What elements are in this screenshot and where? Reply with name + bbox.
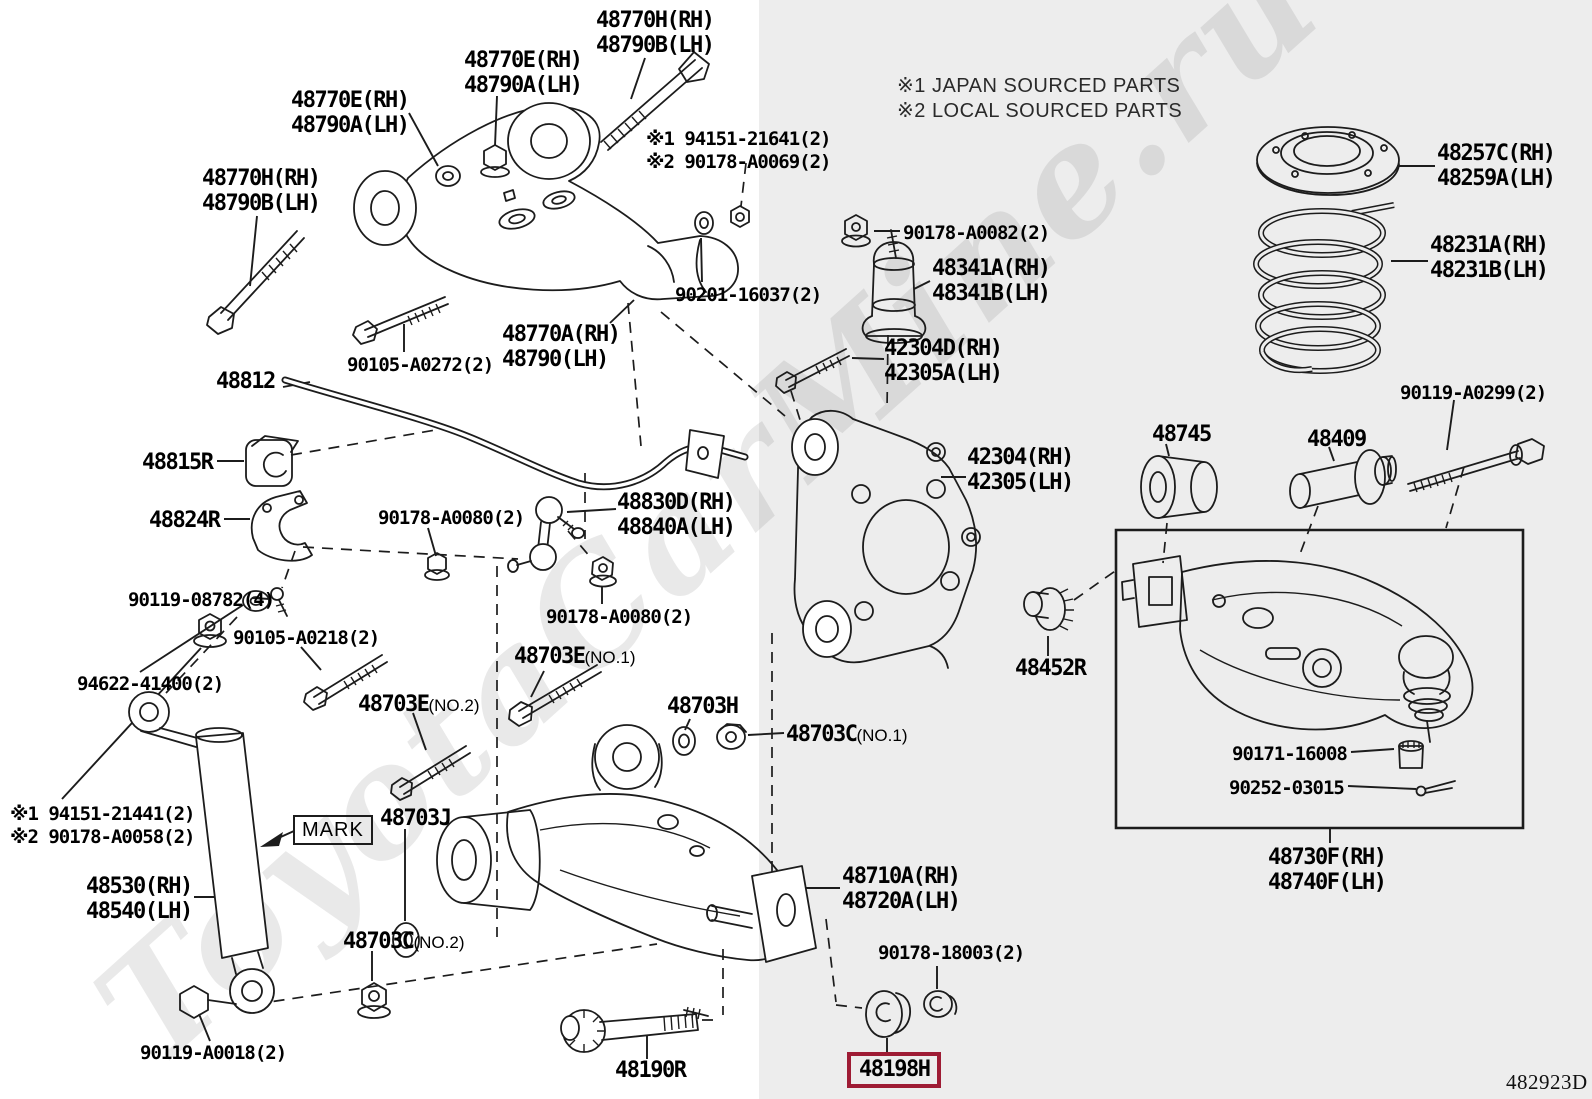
part-label-48815r: 48815R: [142, 450, 214, 475]
sleeve-48409-drawing: [1290, 450, 1396, 508]
mark-tag: MARK: [293, 815, 373, 845]
part-label-48710a-48720a: 48710A(RH)48720A(LH): [842, 864, 961, 914]
part-label-48812: 48812: [216, 369, 276, 394]
front-lower-arm-48730f-drawing: [1122, 556, 1472, 742]
sourcing-notes: ※1 JAPAN SOURCED PARTS※2 LOCAL SOURCED P…: [897, 75, 1183, 122]
coil-spring-drawing: [1256, 205, 1394, 371]
part-label-48745: 48745: [1152, 422, 1212, 447]
nut-90178-18003-drawing: [924, 991, 956, 1017]
part-label-48770h-48790b-left: 48770H(RH)48790B(LH): [202, 166, 321, 216]
shock-bolt-90105-a0218: [304, 655, 387, 710]
part-label-90171-16008: 90171-16008: [1232, 743, 1348, 765]
part-label-90119-a0299: 90119-A0299(2): [1400, 382, 1547, 404]
upper-control-arm-drawing: [354, 103, 749, 299]
shock-absorber-drawing: [129, 591, 274, 1018]
upper-arm-bolt-48770h-top: [601, 52, 709, 150]
part-label-48231a-48231b: 48231A(RH)48231B(LH): [1430, 233, 1549, 283]
part-label-48770a-48790: 48770A(RH)48790(LH): [502, 322, 621, 372]
bolt-48703e-no2: [391, 746, 470, 800]
part-label-90252-03015: 90252-03015: [1229, 777, 1345, 799]
ball-joint-48341-drawing: [863, 230, 926, 343]
nut-48703c-no2: [358, 983, 390, 1018]
part-label-90178-a0080-lower: 90178-A0080(2): [546, 606, 693, 628]
part-label-48770h-48790b-top: 48770H(RH)48790B(LH): [596, 8, 715, 58]
part-label-90119-08782: 90119-08782(4): [128, 589, 275, 611]
reference-note-bottom: ※1 94151-21441(2)※2 90178-A0058(2): [10, 803, 195, 848]
bolt-48703e-no1: [509, 665, 601, 726]
cotter-pin-90252-03015: [1417, 781, 1456, 796]
stabilizer-link-48830d: [508, 497, 584, 572]
part-label-42304-42305: 42304(RH)42305(LH): [967, 445, 1074, 495]
part-label-48730f-48740f: 48730F(RH)48740F(LH): [1268, 845, 1387, 895]
bracket-nut-90178-a0080-upper: [425, 553, 449, 580]
part-label-90119-a0018: 90119-A0018(2): [140, 1042, 287, 1064]
part-label-48703h: 48703H: [667, 694, 739, 719]
washer-48703j: [393, 923, 419, 957]
lower-control-arm-drawing: [437, 725, 816, 1019]
bushing-48745-drawing: [1141, 456, 1217, 518]
part-label-48703e-no2: 48703E(NO.2): [358, 692, 480, 717]
part-label-48770e-48790a-left: 48770E(RH)48790A(LH): [291, 88, 410, 138]
bolt-90119-08782: [271, 588, 287, 616]
part-label-90178-a0082: 90178-A0082(2): [903, 222, 1050, 244]
cam-plate-48198h-drawing: [866, 991, 910, 1037]
part-label-48830d-48840a: 48830D(RH)48840A(LH): [617, 490, 736, 540]
part-label-90201-16037: 90201-16037(2): [675, 284, 822, 306]
detail-box: [1116, 530, 1523, 828]
upper-arm-bolt-90105-a0272: [353, 297, 448, 344]
part-label-48703c-no2: 48703C(NO.2): [343, 929, 465, 954]
part-label-48703e-no1: 48703E(NO.1): [514, 644, 636, 669]
part-label-48703j: 48703J: [380, 806, 452, 831]
part-label-48824r: 48824R: [149, 508, 221, 533]
nut-90178-a0082: [842, 215, 870, 247]
upper-arm-nuts: [436, 145, 509, 186]
part-label-90105-a0272: 90105-A0272(2): [347, 354, 494, 376]
leader-lines: [62, 58, 1454, 1059]
nut-48452r: [1024, 588, 1074, 630]
highlighted-part-label-48198h[interactable]: 48198H: [847, 1052, 942, 1088]
part-label-48452r: 48452R: [1015, 656, 1087, 681]
part-label-48190r: 48190R: [615, 1058, 687, 1083]
part-label-90105-a0218: 90105-A0218(2): [233, 627, 380, 649]
link-nut-90178-a0080-lower: [590, 557, 616, 587]
dashed-lines: [166, 163, 1464, 1020]
part-label-94622-41400: 94622-41400(2): [77, 673, 224, 695]
cam-bolt-48190r: [561, 1010, 698, 1052]
part-label-90178-a0080-upper: 90178-A0080(2): [378, 507, 525, 529]
part-label-90178-18003: 90178-18003(2): [878, 942, 1025, 964]
part-label-48703c-no1: 48703C(NO.1): [786, 722, 908, 747]
stabilizer-bushing-48815r: [246, 436, 298, 486]
mark-arrow: [260, 831, 294, 847]
part-label-48409: 48409: [1307, 427, 1367, 452]
washer-48703h: [673, 727, 695, 755]
stabilizer-bracket-48824r: [252, 491, 312, 561]
bolt-90119-a0299: [1408, 439, 1544, 492]
spring-seat-drawing: [1257, 127, 1399, 195]
part-label-42304d-42305a: 42304D(RH)42305A(LH): [884, 336, 1003, 386]
part-label-48341a-48341b: 48341A(RH)48341B(LH): [932, 256, 1051, 306]
nut-48703c-no1: [717, 724, 746, 749]
knuckle-drawing: [792, 411, 980, 668]
castle-nut-90171-16008: [1399, 741, 1423, 768]
reference-note-top: ※1 94151-21641(2)※2 90178-A0069(2): [646, 128, 831, 173]
stabilizer-bar-drawing: [285, 380, 745, 487]
bolt-42304d: [776, 349, 849, 393]
upper-arm-bolt-48770h-left: [207, 231, 304, 334]
part-label-48530-48540: 48530(RH)48540(LH): [86, 874, 193, 924]
part-label-48770e-48790a-mid: 48770E(RH)48790A(LH): [464, 48, 583, 98]
figure-code: 482923D: [1506, 1070, 1588, 1094]
part-label-48257c-48259a: 48257C(RH)48259A(LH): [1437, 141, 1556, 191]
